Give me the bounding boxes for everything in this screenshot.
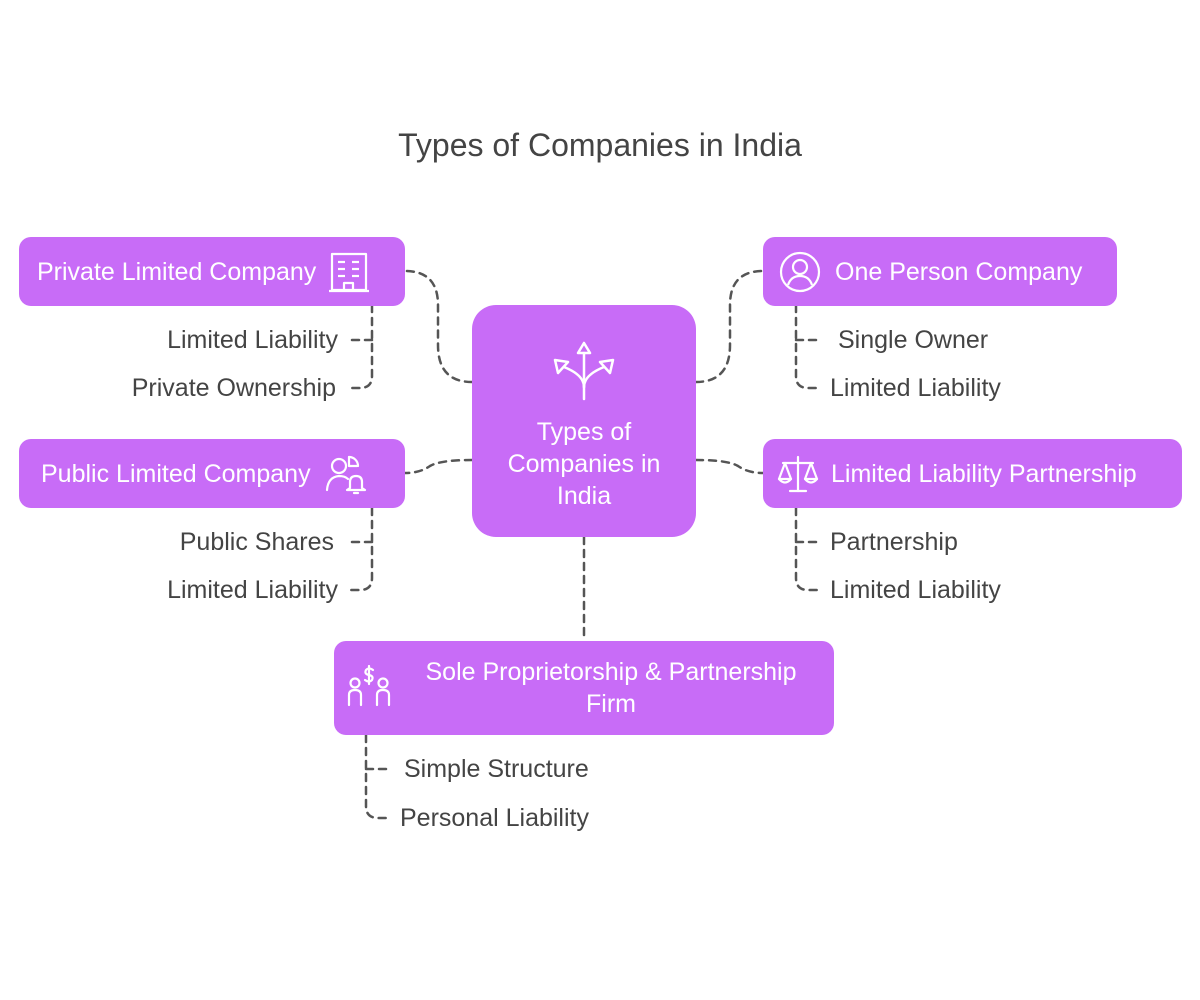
private-limited-company-label: Private Limited Company <box>37 257 317 286</box>
one-person-company-label: One Person Company <box>835 257 1083 286</box>
person-circle-icon <box>779 251 821 293</box>
public-detail-1: Public Shares <box>179 528 334 556</box>
llp-detail-2: Limited Liability <box>830 576 1001 604</box>
sole-detail-2: Personal Liability <box>400 804 589 832</box>
connector-center-private <box>403 269 474 384</box>
connector-center-public <box>403 458 474 475</box>
one-person-detail-1: Single Owner <box>838 326 989 354</box>
connector-public-leaves <box>348 506 374 592</box>
llp-node[interactable]: Limited Liability Partnership <box>763 439 1182 508</box>
connector-sole-leaves <box>364 733 392 820</box>
connector-one-person-leaves <box>794 303 822 390</box>
sole-detail-1: Simple Structure <box>404 755 589 783</box>
connector-private-leaves <box>348 303 374 390</box>
center-node[interactable]: Types of Companies in India <box>472 305 696 537</box>
shareholder-icon <box>325 452 369 496</box>
people-money-icon <box>346 665 392 711</box>
private-detail-2: Private Ownership <box>131 374 336 402</box>
scales-icon <box>777 453 819 495</box>
one-person-company-node[interactable]: One Person Company <box>763 237 1117 306</box>
llp-detail-1: Partnership <box>830 528 958 556</box>
private-detail-1: Limited Liability <box>167 326 338 354</box>
connector-center-llp <box>694 458 765 475</box>
diagram-title: Types of Companies in India <box>398 127 802 163</box>
split-arrows-icon <box>549 335 619 410</box>
center-label: Types of Companies in India <box>507 418 661 510</box>
public-detail-2: Limited Liability <box>167 576 338 604</box>
private-limited-company-node[interactable]: Private Limited Company <box>19 237 405 306</box>
public-limited-company-label: Public Limited Company <box>41 459 311 488</box>
sole-proprietorship-node[interactable]: Sole Proprietorship & Partnership Firm <box>334 641 834 735</box>
connector-llp-leaves <box>794 506 822 592</box>
one-person-detail-2: Limited Liability <box>830 374 1001 402</box>
llp-label: Limited Liability Partnership <box>831 459 1137 488</box>
building-icon <box>328 250 370 294</box>
connector-center-one-person <box>694 269 765 384</box>
sole-proprietorship-label: Sole Proprietorship & Partnership Firm <box>425 658 797 718</box>
public-limited-company-node[interactable]: Public Limited Company <box>19 439 405 508</box>
